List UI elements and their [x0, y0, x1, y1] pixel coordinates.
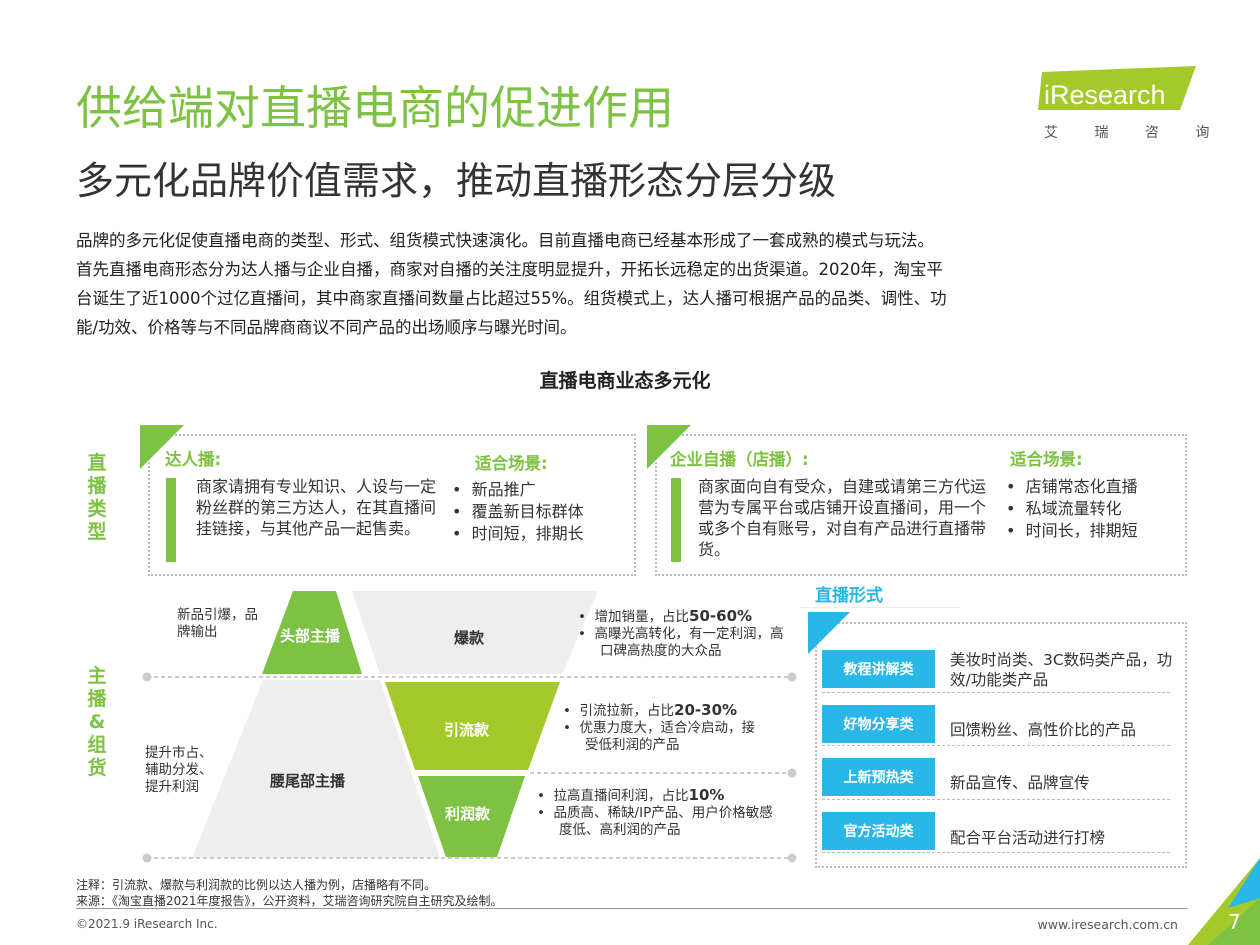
form-desc: 配合平台活动进行打榜	[950, 829, 1106, 847]
scene-item: 时间长，排期短	[1025, 521, 1138, 540]
footer-source: 来源：《淘宝直播2021年度报告》，公开资料，艾瑞咨询研究院自主研究及绘制。	[76, 894, 503, 908]
divider	[822, 692, 1170, 693]
share-value: 10%	[688, 786, 725, 804]
scene-item: 新品推广	[471, 480, 536, 499]
hit-product-shape	[352, 591, 598, 674]
enterprise-box	[655, 434, 1187, 576]
head-anchor-label: 头部主播	[280, 627, 341, 645]
para-line: 台诞生了近1000个过亿直播间，其中商家直播间数量占比超过55%。组货模式上，达…	[76, 289, 947, 308]
form-category: 上新预热类	[822, 758, 935, 796]
point-text: 拉高直播间利润，占比	[553, 788, 689, 804]
form-desc: 美妆时尚类、3C数码类产品，功效/功能类产品	[950, 651, 1173, 689]
chart-title: 直播电商业态多元化	[539, 370, 711, 392]
traffic-product-shape	[385, 682, 560, 770]
forms-heading: 直播形式	[815, 586, 883, 606]
para-line: 品牌的多元化促使直播电商的类型、形式、组货模式快速演化。目前直播电商已经基本形成…	[76, 231, 934, 250]
scene-item: 私域流量转化	[1025, 499, 1122, 518]
tail-anchor-label: 腰尾部主播	[270, 772, 346, 790]
forms-box	[815, 622, 1187, 868]
divider	[822, 799, 1170, 800]
form-category: 教程讲解类	[822, 650, 935, 688]
hit-product-label: 爆款	[454, 629, 485, 647]
point-text: 品质高、稀缺/IP产品、用户价格敏感度低、高利润的产品	[553, 805, 773, 838]
enterprise-scenes: • 店铺常态化直播 • 私域流量转化 • 时间长，排期短	[1006, 477, 1138, 540]
enterprise-scene-heading: 适合场景:	[1010, 450, 1083, 469]
label-anchor-goods: 主播&组货	[87, 665, 107, 779]
talent-heading: 达人播:	[165, 450, 222, 469]
scene-item: 覆盖新目标群体	[471, 502, 584, 521]
corner-triangle-icon	[140, 425, 184, 469]
footer-line	[76, 908, 1188, 909]
profit-product-label: 利润款	[445, 805, 491, 823]
page-subtitle: 多元化品牌价值需求，推动直播形态分层分级	[76, 159, 837, 203]
funnel-diagram	[142, 591, 797, 863]
point-text: 增加销量，占比	[594, 609, 690, 625]
scene-item: 店铺常态化直播	[1025, 477, 1138, 496]
intro-paragraph: 品牌的多元化促使直播电商的类型、形式、组货模式快速演化。目前直播电商已经基本形成…	[76, 226, 1196, 342]
talent-desc: 商家请拥有专业知识、人设与一定粉丝群的第三方达人，在其直播间挂链接，与其他产品一…	[196, 477, 437, 538]
hit-product-points: • 增加销量，占比50-60% • 高曝光高转化，有一定利润，高口碑高热度的大众…	[578, 607, 784, 660]
head-anchor-shape	[262, 591, 362, 674]
point-text: 引流拉新，占比	[579, 703, 675, 719]
profit-product-shape	[418, 776, 525, 857]
para-line: 能/功效、价格等与不同品牌商商议不同产品的出场顺序与曝光时间。	[76, 318, 577, 337]
traffic-product-points: • 引流拉新，占比20-30% • 优惠力度大，适合冷启动，接受低利润的产品	[563, 701, 756, 754]
corner-triangle-icon	[647, 425, 691, 469]
form-category: 好物分享类	[822, 705, 935, 743]
talent-box	[148, 434, 636, 576]
enterprise-heading: 企业自播（店播）:	[670, 450, 809, 469]
divider	[800, 607, 960, 608]
logo-cn: 艾 瑞 咨 询	[1044, 125, 1226, 141]
para-line: 首先直播电商形态分为达人播与企业自播，商家对自播的关注度明显提升，开拓长远稳定的…	[76, 260, 943, 279]
svg-text:iResearch: iResearch	[1044, 80, 1166, 110]
corner-decoration-icon	[1188, 858, 1260, 945]
copyright: ©2021.9 iResearch Inc.	[76, 917, 218, 931]
tail-note: 提升市占、辅助分发、提升利润	[145, 745, 213, 795]
traffic-product-label: 引流款	[444, 721, 490, 739]
divider	[822, 745, 1170, 746]
profit-product-points: • 拉高直播间利润，占比10% • 品质高、稀缺/IP产品、用户价格敏感度低、高…	[537, 786, 773, 839]
website-link[interactable]: www.iresearch.com.cn	[1037, 917, 1179, 932]
share-value: 50-60%	[689, 607, 753, 625]
point-text: 高曝光高转化，有一定利润，高口碑高热度的大众品	[594, 626, 784, 659]
accent-bar	[671, 478, 681, 562]
page-title: 供给端对直播电商的促进作用	[76, 81, 674, 135]
form-desc: 新品宣传、品牌宣传	[950, 774, 1090, 792]
form-category: 官方活动类	[822, 812, 935, 850]
divider	[822, 852, 1170, 853]
iresearch-logo: iResearch 艾 瑞 咨 询	[1030, 66, 1209, 146]
logo-mark-icon: iResearch	[1038, 66, 1196, 110]
talent-scene-heading: 适合场景:	[475, 454, 548, 473]
point-text: 优惠力度大，适合冷启动，接受低利润的产品	[579, 720, 756, 753]
corner-triangle-icon	[808, 612, 850, 654]
enterprise-desc: 商家面向自有受众，自建或请第三方代运营为专属平台或店铺开设直播间，用一个或多个自…	[698, 477, 987, 559]
accent-bar	[166, 478, 176, 562]
head-note: 新品引爆，品牌输出	[177, 607, 258, 640]
talent-scenes: • 新品推广 • 覆盖新目标群体 • 时间短，排期长	[452, 480, 584, 543]
tail-anchor-shape	[192, 680, 440, 858]
share-value: 20-30%	[674, 701, 738, 719]
scene-item: 时间短，排期长	[471, 524, 584, 543]
label-live-type: 直播类型	[87, 452, 107, 543]
page-number: 7	[1228, 910, 1241, 934]
form-desc: 回馈粉丝、高性价比的产品	[950, 721, 1137, 739]
footer-note: 注释：引流款、爆款与利润款的比例以达人播为例，店播略有不同。	[76, 878, 437, 892]
